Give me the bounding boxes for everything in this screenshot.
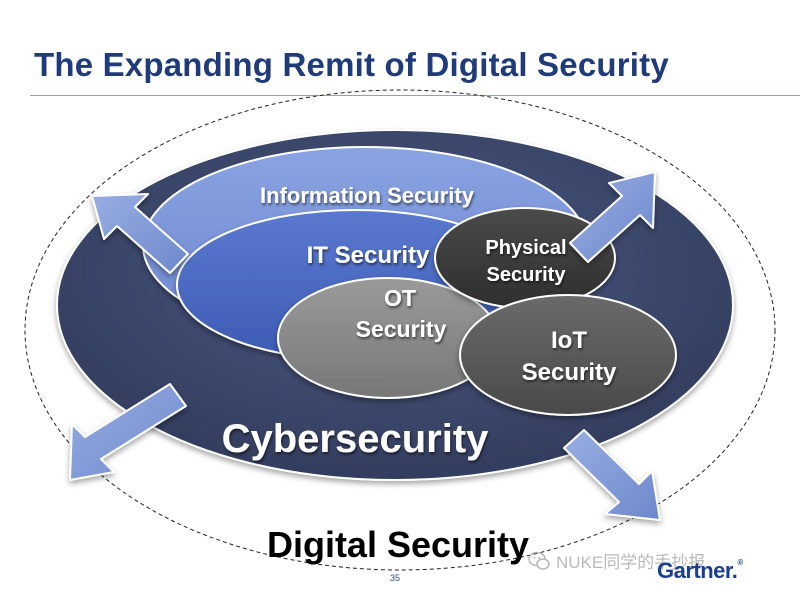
title-divider	[30, 95, 800, 96]
slide-title: The Expanding Remit of Digital Security	[34, 46, 669, 83]
arrow-down-right-icon	[563, 429, 661, 521]
information-security-label: Information Security	[260, 183, 475, 208]
watermark-text: NUKE同学的手抄报	[556, 553, 706, 572]
cybersecurity-label: Cybersecurity	[222, 417, 490, 461]
arrow-down-left-icon	[69, 383, 187, 481]
iot-security-label-line1: IoT	[551, 327, 587, 354]
ot-security-label-line1: OT	[384, 285, 416, 311]
ot-security-label-line2: Security	[356, 316, 447, 342]
physical-security-label-line2: Security	[487, 264, 567, 286]
digital-security-label: Digital Security	[267, 524, 529, 565]
arrow-up-left-icon	[91, 193, 189, 274]
physical-security-label-line1: Physical	[485, 237, 566, 259]
gartner-logo: Gartner.®	[657, 558, 743, 583]
wechat-icon	[528, 551, 550, 570]
watermark: NUKE同学的手抄报	[528, 548, 705, 573]
it-security-label: IT Security	[307, 242, 430, 269]
arrow-up-right-icon	[569, 171, 656, 263]
iot-security-ellipse	[459, 294, 677, 416]
gartner-logo-text: Gartner	[657, 558, 732, 583]
page-number: 35	[390, 573, 401, 583]
digital-security-boundary	[24, 89, 776, 571]
iot-security-label-line2: Security	[522, 359, 617, 386]
gartner-logo-mark: .	[731, 558, 738, 583]
